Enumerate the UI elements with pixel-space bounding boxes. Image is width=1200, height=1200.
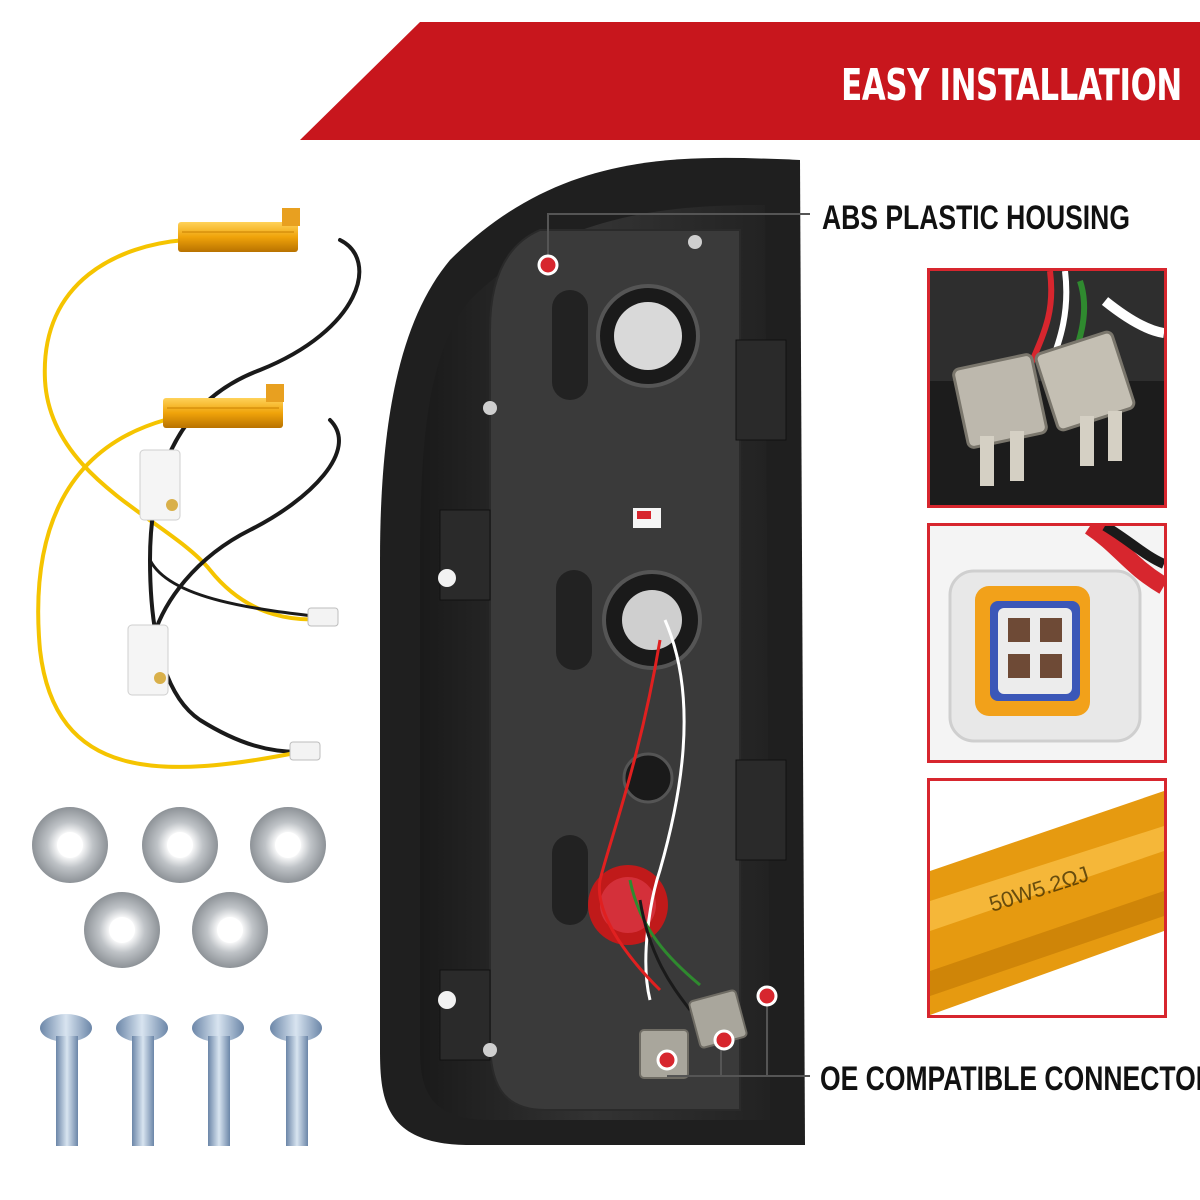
- load-resistor-bottom: [163, 384, 284, 428]
- resistor-closeup: [930, 781, 1164, 1015]
- load-resistor-top: [178, 208, 300, 252]
- callout-abs-plastic-housing: ABS PLASTIC HOUSING: [822, 199, 1130, 237]
- socket-closeup: [930, 526, 1164, 760]
- callout-oe-compatible-connectors: OE COMPATIBLE CONNECTORS: [820, 1060, 1200, 1098]
- screws: [40, 1014, 322, 1146]
- banner-shape: [300, 22, 1200, 140]
- washers: [32, 807, 326, 968]
- wire-tags: [127, 449, 339, 761]
- oe-connectors: [639, 989, 748, 1079]
- detail-panel-connectors: [927, 268, 1167, 508]
- callout-leaders: [547, 213, 810, 1077]
- banner-title: EASY INSTALLATION: [841, 60, 1182, 111]
- connector-closeup: [930, 271, 1164, 505]
- header-banner: EASY INSTALLATION: [0, 0, 1200, 140]
- resistor-wiring: [36, 238, 362, 769]
- tail-light-housing: [380, 157, 805, 1145]
- wiring-harness: [597, 619, 701, 1011]
- detail-panel-resistor: [927, 778, 1167, 1018]
- callout-markers: [537, 254, 778, 1071]
- detail-panel-socket: [927, 523, 1167, 763]
